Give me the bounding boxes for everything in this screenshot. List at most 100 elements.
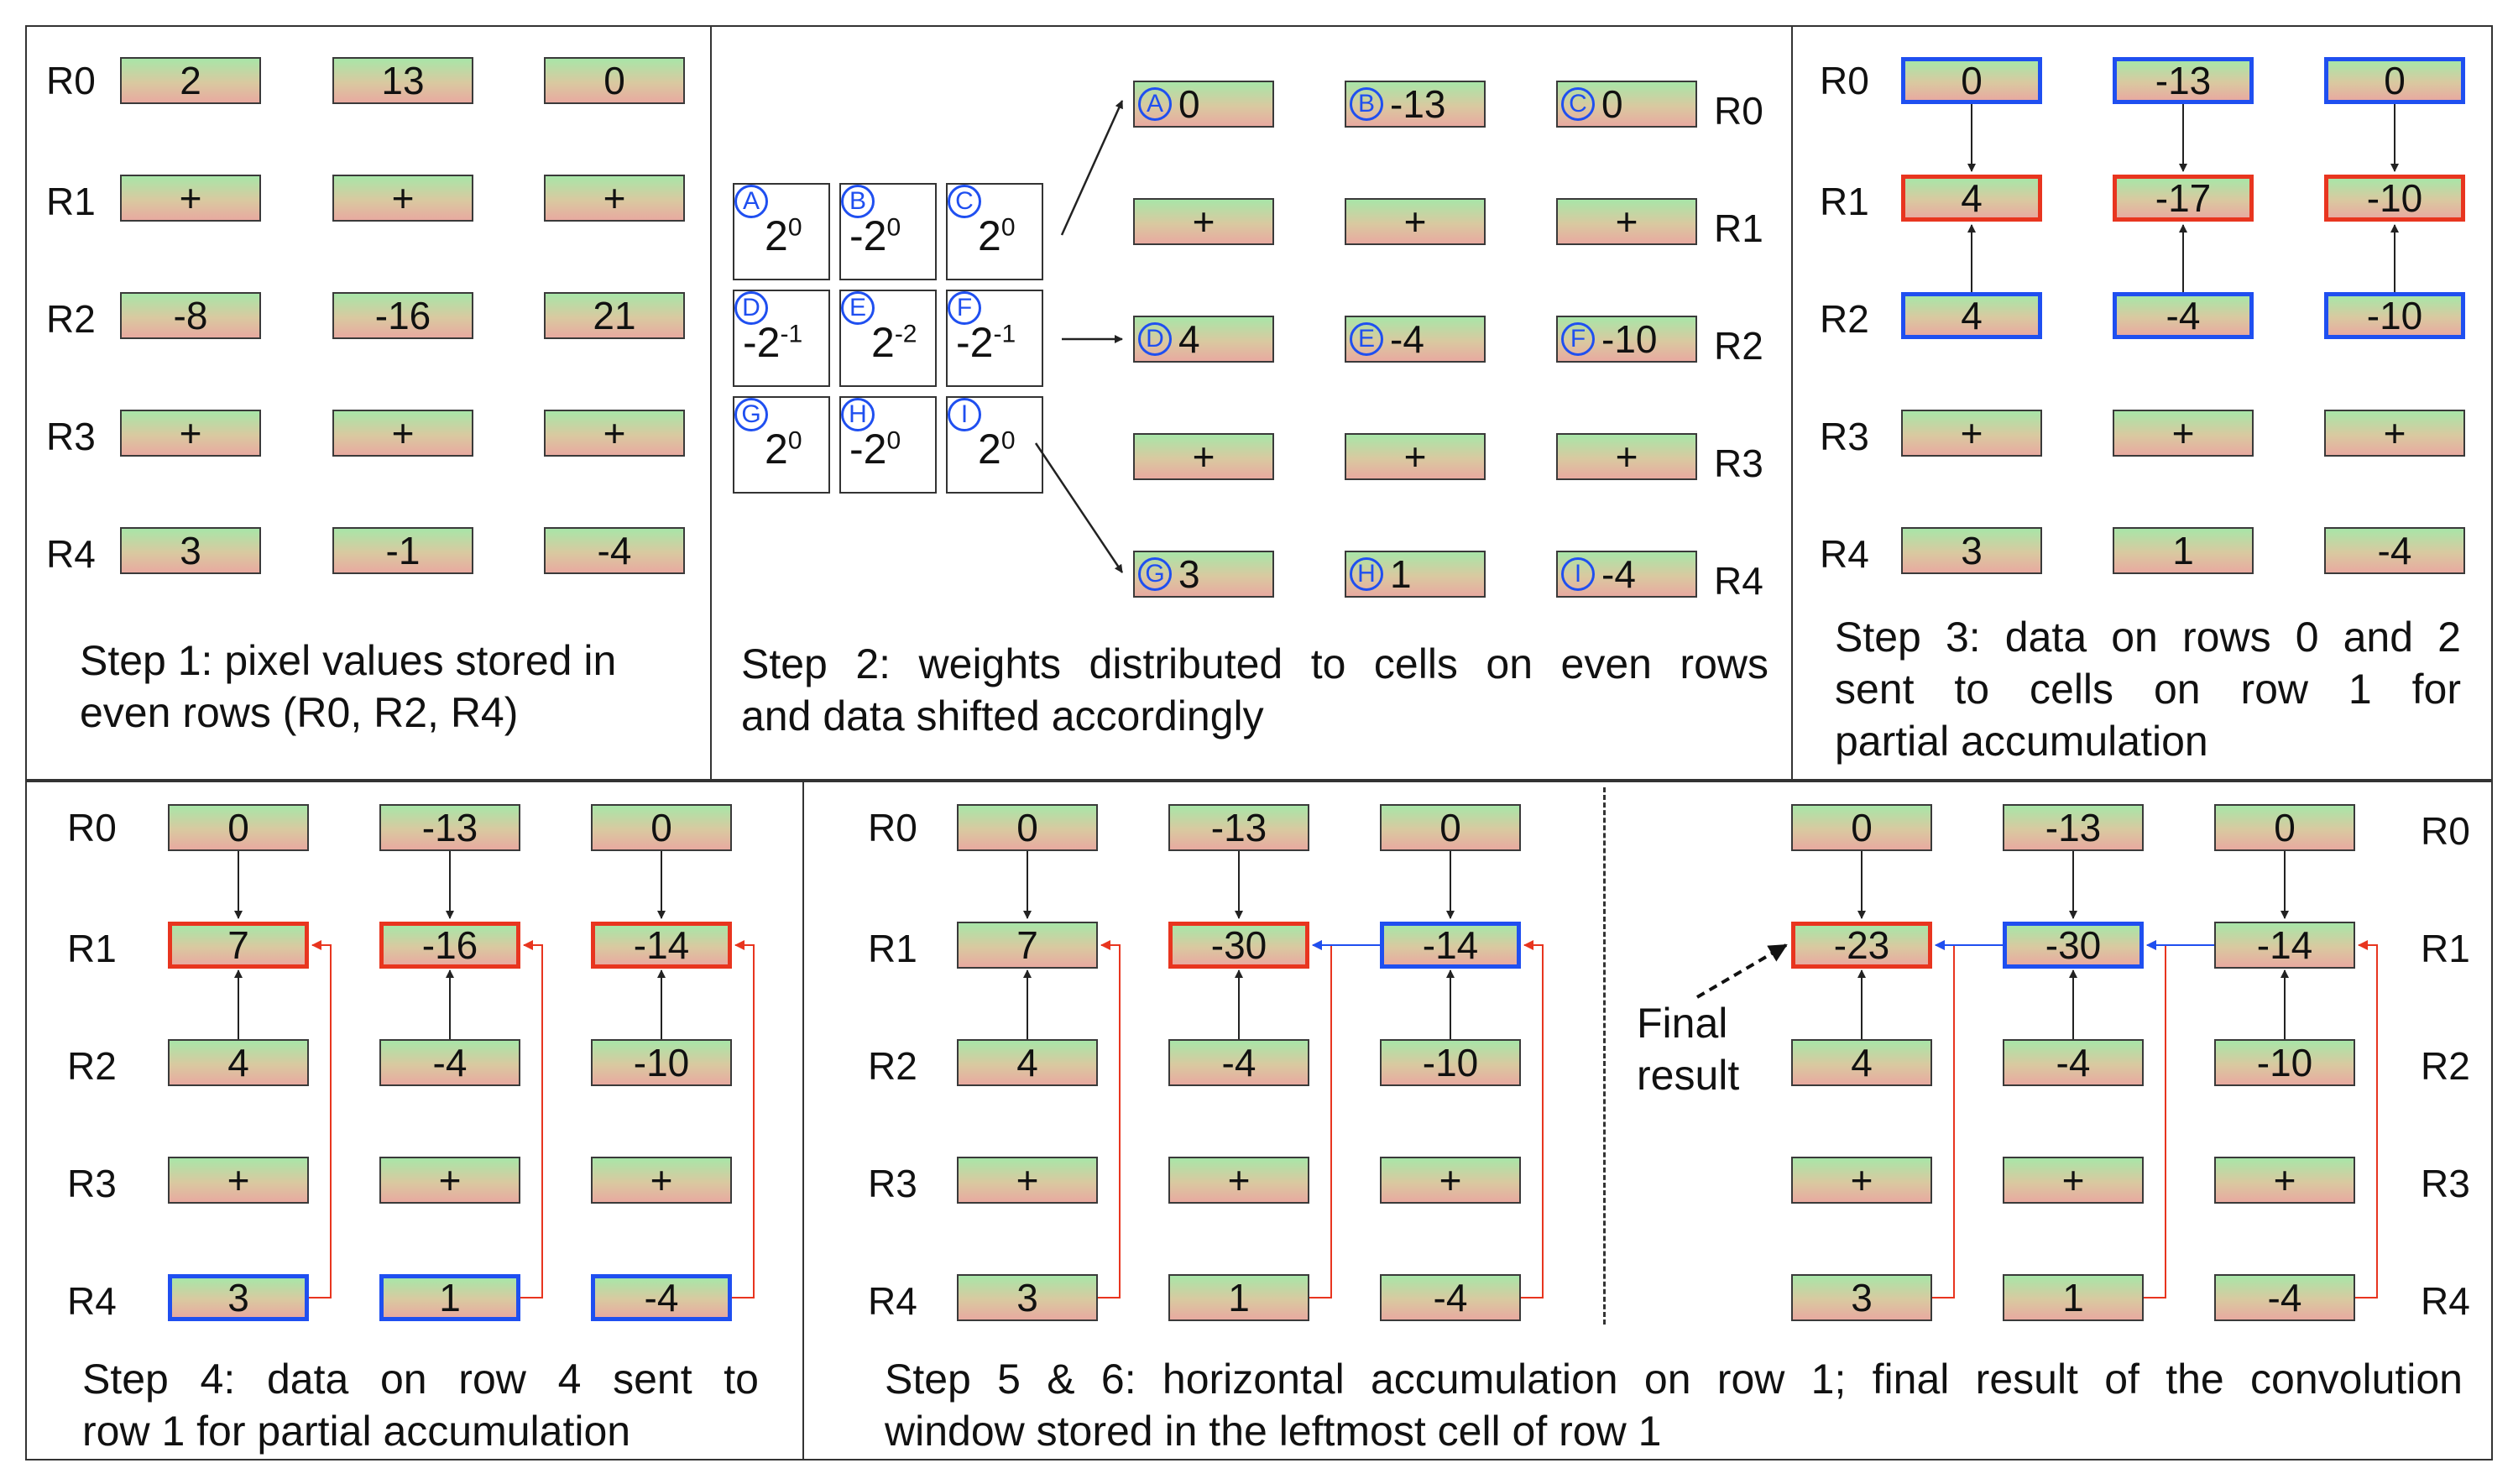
- weight-marker-B: B: [841, 185, 875, 218]
- step3-cell-r3-c1: +: [2113, 410, 2254, 457]
- step6-row-label-R1: R1: [2421, 927, 2470, 970]
- step4-cell-r1-c1: -16: [379, 922, 520, 969]
- step5-cell-r4-c0: 3: [957, 1274, 1098, 1321]
- step1-cell-r2-c1: -16: [332, 292, 473, 339]
- weight-value-E: 2-2: [871, 318, 917, 367]
- step1-row-label-R2: R2: [46, 297, 96, 341]
- weight-value-I: 20: [978, 425, 1016, 473]
- final-result-label-line-1: Final: [1637, 1000, 1728, 1047]
- step1-cell-r4-c2: -4: [544, 527, 685, 574]
- step2-marker-C: C: [1561, 87, 1595, 121]
- step2-cell-r2-c2: F-10: [1556, 316, 1697, 363]
- dashed-divider-step5-step6: [1603, 787, 1606, 1325]
- step1-cell-r3-c2: +: [544, 410, 685, 457]
- weight-marker-D: D: [734, 291, 768, 325]
- step4-red-loop-c0: [309, 940, 332, 1298]
- step2-value-E: -4: [1390, 317, 1424, 361]
- weight-base-I: 2: [978, 426, 1001, 473]
- step5-red-loop-c2: [1521, 940, 1544, 1298]
- step5-cell-r2-c2: -10: [1380, 1039, 1521, 1086]
- step6-cell-r1-c1: -30: [2003, 922, 2144, 969]
- step3-row-label-R4: R4: [1820, 532, 1869, 576]
- step2-value-F: -10: [1601, 317, 1658, 361]
- step2-cell-r3-c2: +: [1556, 433, 1697, 480]
- step1-caption-line-1: Step 1: pixel values stored in: [80, 637, 617, 684]
- step1-row-label-R3: R3: [46, 415, 96, 458]
- weight-exponent-D: -1: [780, 320, 803, 348]
- top-panel-frame: [25, 25, 2493, 781]
- weight-exponent-A: 0: [787, 213, 802, 242]
- step3-caption-line-1: Step 3: data on rows 0 and 2: [1835, 614, 2461, 661]
- weight-value-C: 20: [978, 212, 1016, 260]
- step3-cell-r3-c2: +: [2324, 410, 2465, 457]
- step6-cell-r0-c0: 0: [1791, 804, 1932, 851]
- step5-red-loop-c1: [1309, 940, 1332, 1298]
- step2-value-C: 0: [1601, 82, 1623, 126]
- step2-marker-F: F: [1561, 322, 1595, 356]
- step4-row-label-R3: R3: [67, 1162, 117, 1205]
- step2-cell-r2-c1: E-4: [1345, 316, 1486, 363]
- step5-cell-r4-c1: 1: [1168, 1274, 1309, 1321]
- step5-cell-r0-c2: 0: [1380, 804, 1521, 851]
- step2-cell-r1-c2: +: [1556, 198, 1697, 245]
- step4-cell-r3-c2: +: [591, 1157, 732, 1204]
- arrow-weights-to-row4: [1034, 442, 1124, 573]
- step6-cell-r0-c1: -13: [2003, 804, 2144, 851]
- step5-row-label-R4: R4: [868, 1279, 917, 1323]
- arrow-weights-to-row0: [1060, 100, 1124, 236]
- step56-caption: Step 5 & 6: horizontal accumulation on r…: [885, 1353, 2463, 1457]
- step3-row-label-R0: R0: [1820, 59, 1869, 102]
- divider-step4-step5: [802, 781, 804, 1460]
- weight-marker-G: G: [734, 398, 768, 431]
- step6-cell-r3-c0: +: [1791, 1157, 1932, 1204]
- step4-red-loop-c1: [520, 940, 543, 1298]
- weight-value-A: 20: [765, 212, 802, 260]
- step1-cell-r0-c2: 0: [544, 57, 685, 104]
- step3-cell-r1-c2: -10: [2324, 175, 2465, 222]
- weight-marker-H: H: [841, 398, 875, 431]
- weight-exponent-I: 0: [1000, 426, 1016, 455]
- step3-row-label-R1: R1: [1820, 180, 1869, 223]
- weight-exponent-E: -2: [894, 320, 917, 348]
- step3-row-label-R3: R3: [1820, 415, 1869, 458]
- step6-cell-r1-c2: -14: [2214, 922, 2355, 969]
- step2-marker-B: B: [1350, 87, 1383, 121]
- step56-caption-line-1: Step 5 & 6: horizontal accumulation on r…: [885, 1356, 2463, 1403]
- step3-row-label-R2: R2: [1820, 297, 1869, 341]
- weight-base-A: 2: [765, 212, 788, 259]
- step4-cell-r2-c0: 4: [168, 1039, 309, 1086]
- step1-row-label-R4: R4: [46, 532, 96, 576]
- weight-value-D: -2-1: [743, 318, 802, 367]
- step2-row-label-R1: R1: [1714, 206, 1763, 250]
- step2-marker-A: A: [1138, 87, 1172, 121]
- step3-cell-r2-c1: -4: [2113, 292, 2254, 339]
- weight-value-G: 20: [765, 425, 802, 473]
- step3-cell-r0-c2: 0: [2324, 57, 2465, 104]
- weight-base-E: 2: [871, 319, 895, 366]
- weight-marker-E: E: [841, 291, 875, 325]
- step2-marker-H: H: [1350, 557, 1383, 591]
- step4-row-label-R2: R2: [67, 1044, 117, 1088]
- weight-base-G: 2: [765, 426, 788, 473]
- step4-row-label-R4: R4: [67, 1279, 117, 1323]
- step5-cell-r1-c1: -30: [1168, 922, 1309, 969]
- step5-cell-r0-c1: -13: [1168, 804, 1309, 851]
- step6-cell-r1-c0: -23: [1791, 922, 1932, 969]
- step1-cell-r3-c0: +: [120, 410, 261, 457]
- step1-row-label-R1: R1: [46, 180, 96, 223]
- step4-cell-r0-c0: 0: [168, 804, 309, 851]
- step5-cell-r3-c1: +: [1168, 1157, 1309, 1204]
- weight-exponent-C: 0: [1000, 213, 1016, 242]
- step4-cell-r3-c0: +: [168, 1157, 309, 1204]
- step4-cell-r1-c2: -14: [591, 922, 732, 969]
- step6-cell-r4-c1: 1: [2003, 1274, 2144, 1321]
- step4-cell-r0-c1: -13: [379, 804, 520, 851]
- weight-marker-I: I: [948, 398, 981, 431]
- step56-caption-line-2: window stored in the leftmost cell of ro…: [885, 1408, 1662, 1455]
